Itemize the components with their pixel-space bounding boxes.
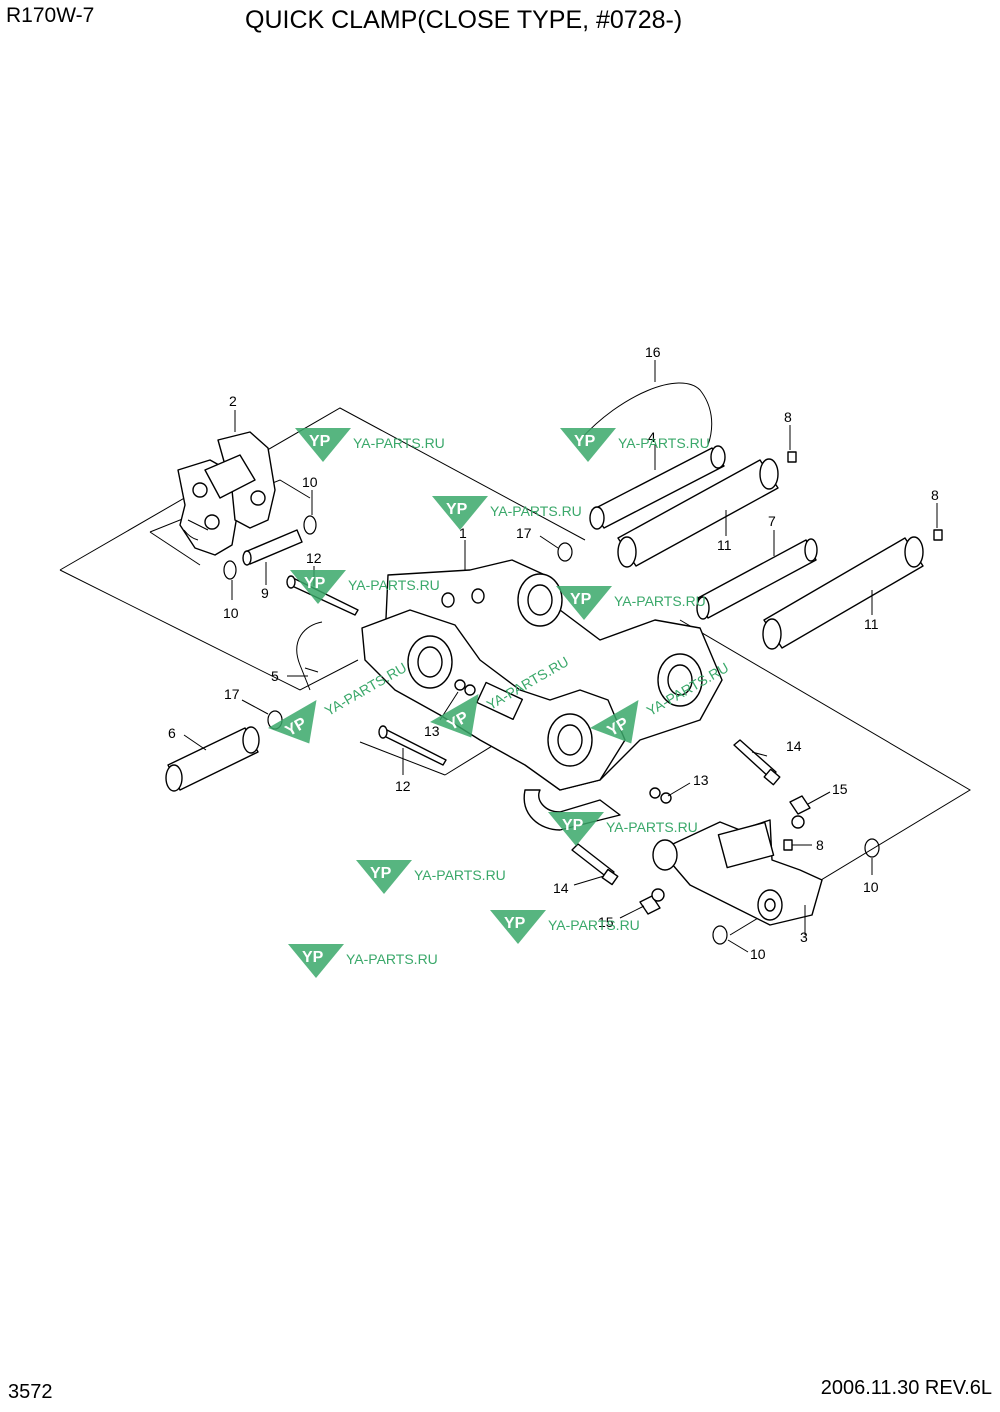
callout-14b: 14 [553, 880, 569, 896]
svg-text:YP: YP [304, 575, 326, 592]
revision-date: 2006.11.30 REV.6L [820, 1377, 992, 1399]
callout-11b: 11 [864, 616, 879, 632]
svg-text:YP: YP [302, 949, 324, 966]
svg-text:YP: YP [570, 591, 592, 608]
watermark-logo: YP YA-PARTS.RU [290, 570, 440, 604]
svg-text:YA-PARTS.RU: YA-PARTS.RU [346, 951, 438, 967]
callout-17a: 17 [516, 525, 532, 541]
svg-text:YP: YP [574, 433, 596, 450]
watermark-logo: YP YA-PARTS.RU [295, 428, 445, 462]
part-5-wire [296, 621, 323, 691]
callout-11a: 11 [717, 537, 732, 553]
svg-text:YA-PARTS.RU: YA-PARTS.RU [618, 435, 710, 451]
callout-10a: 10 [302, 474, 318, 490]
callouts: 1 2 3 4 5 6 7 8 8 8 9 10 10 10 10 11 11 [168, 344, 939, 962]
svg-text:YP: YP [504, 915, 526, 932]
page-title: QUICK CLAMP(CLOSE TYPE, #0728-) [245, 6, 683, 34]
svg-text:YA-PARTS.RU: YA-PARTS.RU [614, 593, 706, 609]
part-11-pins [617, 458, 924, 650]
callout-15b: 15 [598, 914, 614, 930]
callout-10b: 10 [223, 605, 239, 621]
callout-12a: 12 [306, 550, 322, 566]
part-7-pin [696, 538, 818, 620]
callout-8b: 8 [931, 487, 939, 503]
svg-text:YA-PARTS.RU: YA-PARTS.RU [353, 435, 445, 451]
callout-12b: 12 [395, 778, 411, 794]
callout-13b: 13 [693, 772, 709, 788]
part-6-pin [165, 726, 260, 792]
svg-text:YP: YP [370, 865, 392, 882]
part-3-cylinder [652, 819, 823, 926]
svg-text:YP: YP [309, 433, 331, 450]
model-code: R170W-7 [6, 4, 95, 27]
callout-1: 1 [459, 525, 467, 541]
watermark-logo: YP YA-PARTS.RU [288, 944, 438, 978]
page-number: 3572 [8, 1381, 53, 1403]
callout-3: 3 [800, 929, 808, 945]
callout-8a: 8 [784, 409, 792, 425]
callout-6: 6 [168, 725, 176, 741]
callout-9: 9 [261, 585, 269, 601]
part-15-fittings [639, 795, 811, 915]
part-4-pin [589, 445, 726, 530]
callout-5: 5 [271, 668, 279, 684]
watermark-logo: YP YA-PARTS.RU [548, 812, 698, 846]
callout-4: 4 [648, 429, 656, 445]
watermark-logo: YP YA-PARTS.RU [490, 910, 640, 944]
callout-7: 7 [768, 513, 776, 529]
callout-10d: 10 [750, 946, 766, 962]
part-2-bracket [177, 431, 276, 556]
callout-15a: 15 [832, 781, 848, 797]
part-9-pin [242, 529, 303, 566]
callout-14a: 14 [786, 738, 802, 754]
callout-8c: 8 [816, 837, 824, 853]
svg-text:YA-PARTS.RU: YA-PARTS.RU [348, 577, 440, 593]
svg-text:YA-PARTS.RU: YA-PARTS.RU [606, 819, 698, 835]
part-10-o-rings [223, 515, 880, 945]
callout-2: 2 [229, 393, 237, 409]
part-8-grease-nipples [783, 451, 943, 851]
watermark-logo: YP YA-PARTS.RU [560, 428, 710, 462]
svg-text:YA-PARTS.RU: YA-PARTS.RU [414, 867, 506, 883]
watermark-logo: YP YA-PARTS.RU [356, 860, 506, 894]
svg-text:YA-PARTS.RU: YA-PARTS.RU [490, 503, 582, 519]
watermark-logo: YP YA-PARTS.RU [556, 586, 706, 620]
callout-13a: 13 [424, 723, 440, 739]
svg-text:YA-PARTS.RU: YA-PARTS.RU [548, 917, 640, 933]
watermarks: YP YA-PARTS.RU YP YA-PARTS.RU YP YA-PART… [268, 428, 731, 978]
svg-text:YP: YP [446, 501, 468, 518]
part-16-wire [579, 382, 713, 446]
svg-text:YP: YP [562, 817, 584, 834]
callout-16: 16 [645, 344, 661, 360]
callout-10c: 10 [863, 879, 879, 895]
callout-17b: 17 [224, 686, 240, 702]
watermark-logo: YP YA-PARTS.RU [432, 496, 582, 530]
